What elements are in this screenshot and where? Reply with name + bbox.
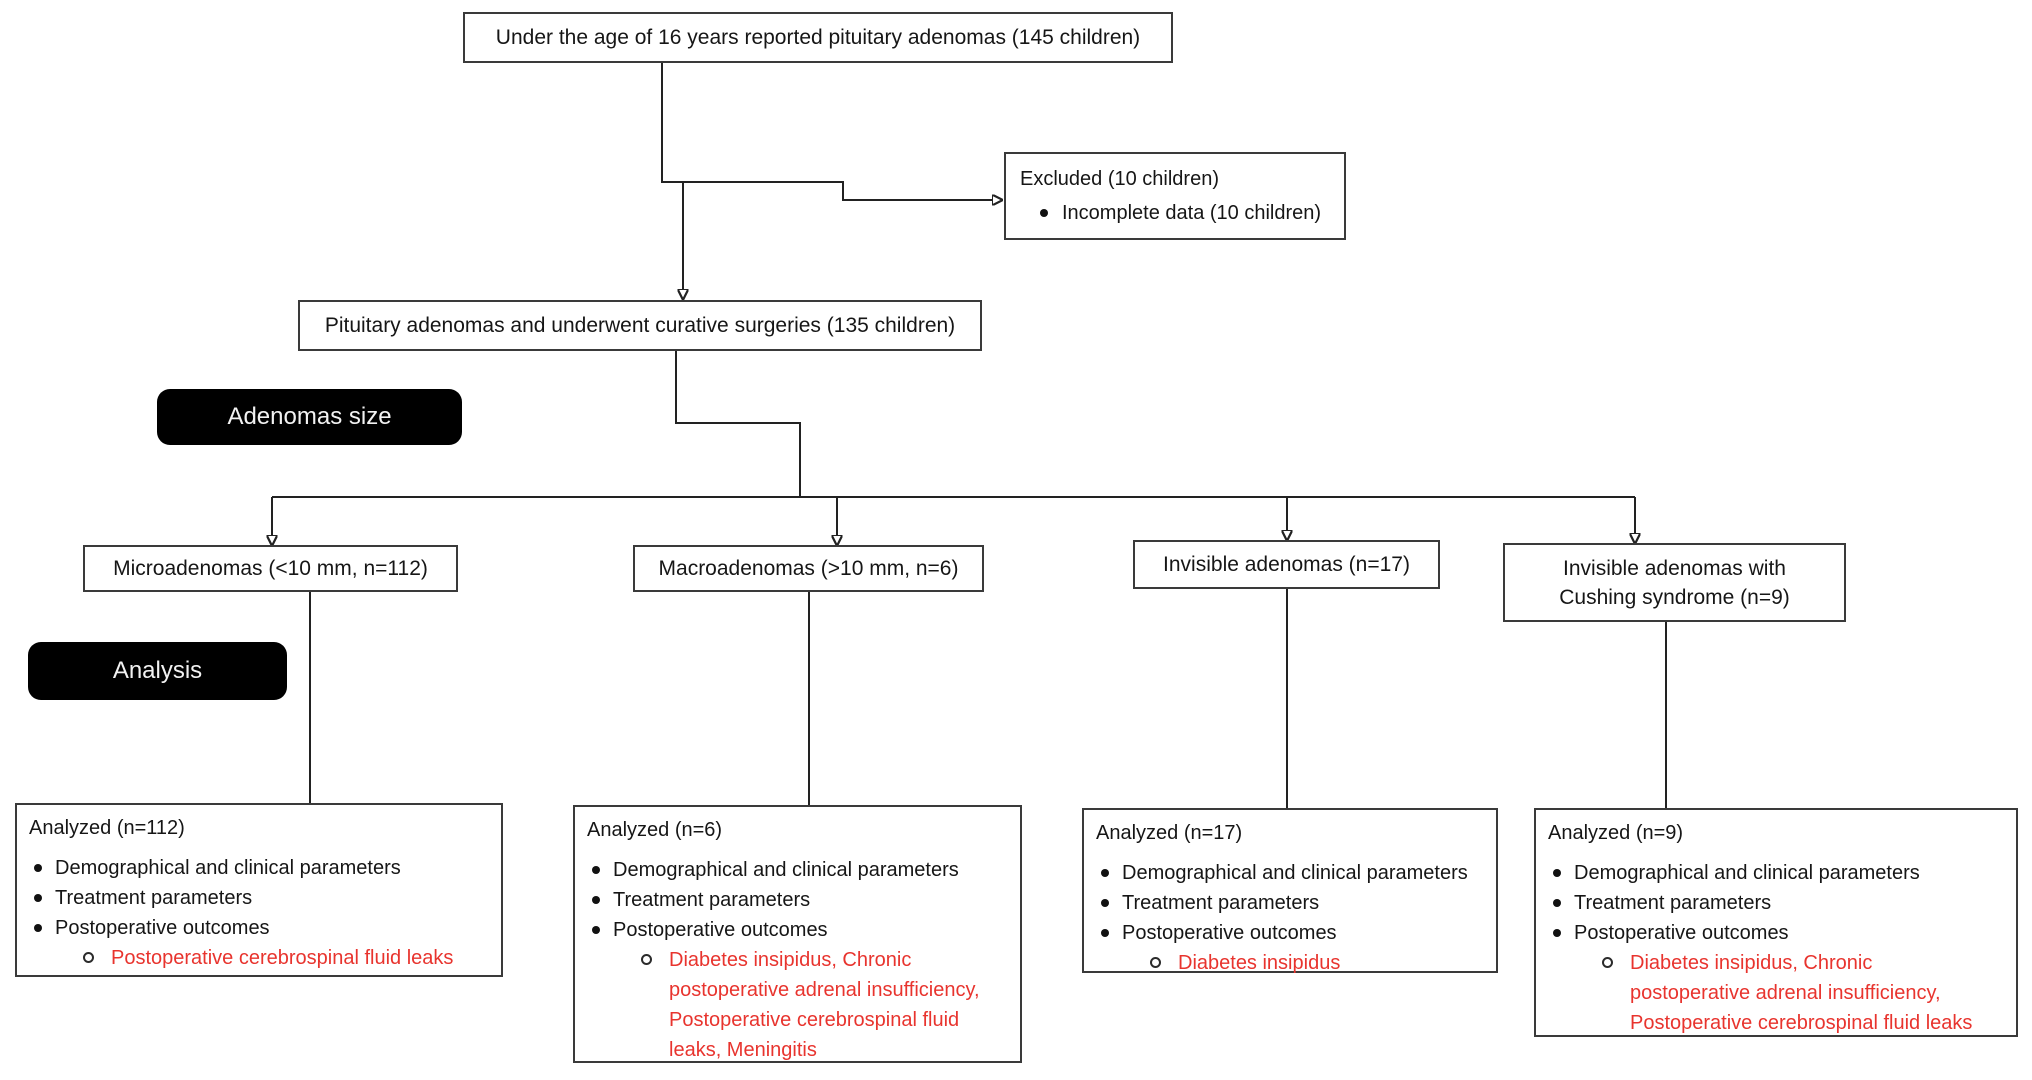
bullet-item: Treatment parameters: [1544, 888, 2008, 918]
label-analysis-text: Analysis: [112, 657, 203, 684]
bullet-item: Treatment parameters: [583, 885, 1012, 915]
outcome-line: Postoperative cerebrospinal fluid leaks: [1630, 1012, 1973, 1034]
bullet-item: Treatment parameters: [1092, 888, 1488, 918]
outcome-line: Diabetes insipidus, Chronic: [669, 949, 912, 971]
category-text-line: Macroadenomas (>10 mm, n=6): [658, 557, 959, 580]
outcome-sub-bullet: Diabetes insipidus, Chronic postoperativ…: [1544, 948, 2008, 1038]
analysis-box-invisible: Analyzed (n=17) Demographical and clinic…: [1082, 808, 1498, 974]
excluded-title: Excluded (10 children): [1020, 168, 1219, 190]
bullet-item: Postoperative outcomes: [583, 915, 1012, 945]
category-box-invisible-cushing: Invisible adenomas with Cushing syndrome…: [1503, 543, 1846, 622]
outcome-line: Diabetes insipidus, Chronic: [1630, 952, 1873, 974]
excluded-box: Excluded (10 children) Incomplete data (…: [1004, 152, 1346, 240]
analysis-box-invisible-cushing: Analyzed (n=9) Demographical and clinica…: [1534, 808, 2018, 1037]
label-adenomas-size-text: Adenomas size: [227, 403, 392, 430]
analysis-title: Analyzed (n=112): [29, 817, 185, 839]
analysis-title: Analyzed (n=17): [1096, 822, 1243, 844]
label-adenomas-size: Adenomas size: [157, 389, 462, 445]
outcome-line: Postoperative cerebrospinal fluid leaks: [111, 947, 454, 969]
bullet-item: Postoperative outcomes: [25, 913, 493, 943]
bullet-item: Demographical and clinical parameters: [583, 855, 1012, 885]
outcome-sub-bullet: Diabetes insipidus: [1092, 948, 1488, 978]
outcome-line: leaks, Meningitis: [669, 1039, 817, 1061]
category-text-line: Microadenomas (<10 mm, n=112): [113, 557, 428, 580]
connector-surgery-to-branch: [675, 351, 801, 496]
outcome-line: Diabetes insipidus: [1178, 952, 1341, 974]
connector-to-excluded: [662, 181, 993, 200]
category-text-line: Invisible adenomas (n=17): [1163, 553, 1410, 576]
bullet-item: Postoperative outcomes: [1544, 918, 2008, 948]
outcome-sub-bullet: Postoperative cerebrospinal fluid leaks: [25, 943, 493, 973]
analysis-box-macroadenomas: Analyzed (n=6) Demographical and clinica…: [573, 805, 1022, 1063]
label-analysis: Analysis: [28, 642, 287, 700]
bullet-item: Treatment parameters: [25, 883, 493, 913]
analysis-title: Analyzed (n=9): [1548, 822, 1684, 844]
bullet-item: Demographical and clinical parameters: [1544, 858, 2008, 888]
surgery-population-text: Pituitary adenomas and underwent curativ…: [324, 314, 956, 337]
analysis-title: Analyzed (n=6): [587, 819, 723, 841]
category-text-line: Invisible adenomas with: [1563, 556, 1786, 580]
category-box-invisible: Invisible adenomas (n=17): [1133, 540, 1440, 589]
outcome-sub-bullet: Diabetes insipidus, Chronic postoperativ…: [583, 945, 1012, 1065]
connector-top-to-surgery: [661, 63, 683, 290]
outcome-line: postoperative adrenal insufficiency,: [1630, 982, 1941, 1004]
excluded-item: Incomplete data (10 children): [1018, 196, 1334, 230]
analysis-box-microadenomas: Analyzed (n=112) Demographical and clini…: [15, 803, 503, 977]
category-box-microadenomas: Microadenomas (<10 mm, n=112): [83, 545, 458, 592]
surgery-population-box: Pituitary adenomas and underwent curativ…: [298, 300, 982, 351]
outcome-line: postoperative adrenal insufficiency,: [669, 979, 980, 1001]
category-text-line: Cushing syndrome (n=9): [1559, 585, 1790, 609]
bullet-item: Demographical and clinical parameters: [1092, 858, 1488, 888]
category-box-macroadenomas: Macroadenomas (>10 mm, n=6): [633, 545, 984, 592]
bullet-item: Postoperative outcomes: [1092, 918, 1488, 948]
bullet-item: Demographical and clinical parameters: [25, 853, 493, 883]
total-population-text: Under the age of 16 years reported pitui…: [495, 26, 1141, 49]
total-population-box: Under the age of 16 years reported pitui…: [463, 12, 1173, 63]
outcome-line: Postoperative cerebrospinal fluid: [669, 1009, 960, 1031]
